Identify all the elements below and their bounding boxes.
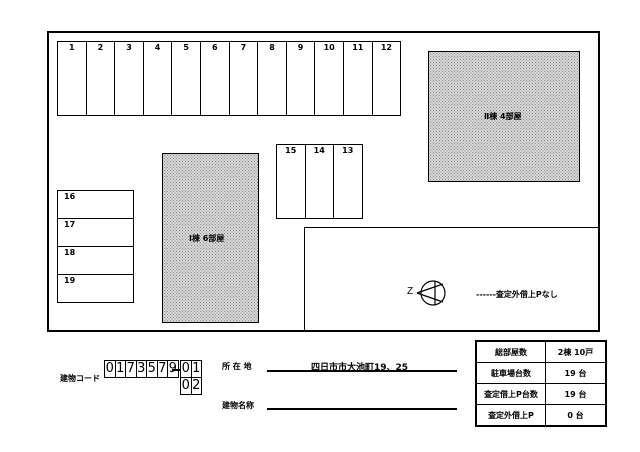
- summary-label: 査定外借上P: [475, 404, 546, 427]
- address-underline: [267, 370, 457, 372]
- parking-stall: 14: [304, 144, 334, 219]
- parking-stall: 12: [371, 41, 402, 116]
- stall-number: 18: [64, 248, 76, 257]
- summary-label: 査定借上P台数: [475, 383, 546, 405]
- parking-stall: 5: [171, 41, 201, 116]
- parking-stall: 13: [333, 144, 363, 219]
- lower-right-lot: [304, 227, 600, 332]
- stall-number: 8: [269, 43, 275, 52]
- stall-number: 16: [64, 192, 76, 201]
- stall-number: 19: [64, 276, 76, 285]
- building-name-label: 建物名称: [222, 401, 254, 410]
- parking-stall: 19: [57, 274, 134, 303]
- parking-stall: 3: [114, 41, 144, 116]
- compass-letter: Z: [407, 286, 414, 297]
- stall-number: 12: [380, 43, 392, 52]
- parking-stall: 9: [285, 41, 316, 116]
- building-1-label: Ⅰ棟 6部屋: [189, 234, 225, 243]
- stall-number: 15: [285, 146, 297, 155]
- stall-number: 10: [323, 43, 335, 52]
- site-boundary: [47, 31, 600, 332]
- stall-number: 7: [240, 43, 247, 52]
- parking-stall: 11: [343, 41, 373, 116]
- parking-stall: 2: [85, 41, 116, 116]
- parking-stall: 7: [228, 41, 259, 116]
- parking-stall: 6: [200, 41, 230, 116]
- summary-value: 2棟 10戸: [545, 340, 607, 363]
- north-arrow-icon: [416, 280, 446, 306]
- address-label: 所 在 地: [222, 362, 252, 371]
- summary-value: 0 台: [545, 404, 607, 427]
- code-connector: [172, 369, 180, 371]
- stall-number: 3: [126, 43, 132, 52]
- parking-stall: 4: [142, 41, 173, 116]
- stall-number: 6: [212, 43, 218, 52]
- building-2-label: Ⅱ棟 4部屋: [484, 112, 522, 121]
- stall-number: 1: [69, 43, 75, 52]
- stall-number: 17: [64, 220, 76, 229]
- parking-stall: 16: [57, 190, 134, 219]
- summary-value: 19 台: [545, 383, 607, 405]
- parking-stall: 18: [57, 246, 134, 275]
- stall-number: 2: [97, 43, 104, 52]
- stall-number: 9: [297, 43, 304, 52]
- summary-label: 総部屋数: [475, 340, 546, 363]
- legend-note: ------査定外借上Pなし: [476, 290, 558, 299]
- stall-number: 4: [154, 43, 161, 52]
- parking-stall: 10: [314, 41, 344, 116]
- address-value: 四日市市大池町19、25: [311, 363, 409, 373]
- summary-label: 駐車場台数: [475, 362, 546, 384]
- parking-stall: 1: [57, 41, 87, 116]
- compass: Z: [405, 278, 450, 308]
- parking-stall: 8: [257, 41, 287, 116]
- parking-stall: 17: [57, 218, 134, 247]
- stall-number: 13: [342, 146, 354, 155]
- code-suffix-digit: 2: [190, 377, 202, 395]
- building-name-underline: [267, 408, 457, 410]
- stall-number: 14: [313, 146, 325, 155]
- stall-number: 5: [183, 43, 189, 52]
- building-code-label: 建物コード: [60, 374, 100, 383]
- summary-value: 19 台: [545, 362, 607, 384]
- building-2: Ⅱ棟 4部屋: [428, 51, 580, 182]
- code-suffix-digit: 1: [190, 360, 202, 378]
- stall-number: 11: [352, 43, 364, 52]
- building-1: Ⅰ棟 6部屋: [162, 153, 259, 323]
- parking-stall: 15: [276, 144, 306, 219]
